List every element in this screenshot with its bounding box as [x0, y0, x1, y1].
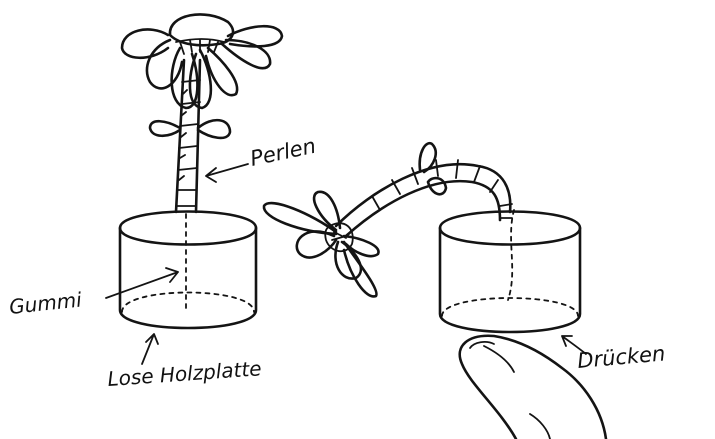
upright-leaves: [150, 120, 230, 138]
label-perlen-group: Perlen: [206, 134, 318, 182]
collapsed-flower-toy: [264, 143, 606, 439]
arrow-holzplatte: [142, 334, 158, 364]
collapsed-cup: [440, 210, 580, 332]
label-druecken-group: Drücken: [562, 336, 666, 373]
upright-flower-head: [122, 14, 282, 108]
arrow-gummi: [106, 268, 178, 298]
arrow-druecken: [562, 336, 586, 354]
upright-flower-toy: [120, 14, 282, 328]
arrow-perlen: [206, 164, 248, 182]
upright-cup: [120, 212, 256, 329]
label-holzplatte-group: Lose Holzplatte: [107, 334, 263, 391]
label-gummi-group: Gummi: [8, 268, 178, 319]
label-holzplatte: Lose Holzplatte: [107, 356, 263, 391]
label-druecken: Drücken: [576, 341, 666, 373]
label-gummi: Gummi: [8, 287, 83, 319]
fallen-flower-head: [264, 192, 379, 297]
label-perlen: Perlen: [248, 134, 318, 171]
